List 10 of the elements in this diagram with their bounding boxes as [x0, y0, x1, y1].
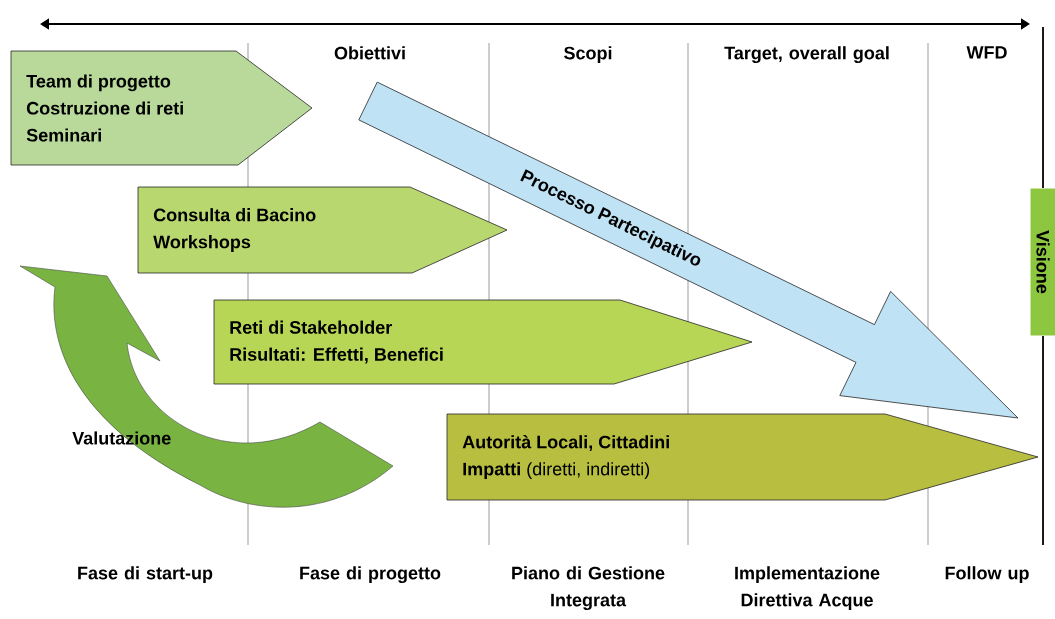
- column-heading: WFD: [966, 46, 1007, 59]
- phase-label: Fase di progetto: [300, 566, 441, 584]
- phase-label: Piano di Gestione Integrata: [512, 566, 665, 611]
- vertical-band: Visione: [1030, 188, 1055, 336]
- phase-label: Follow up: [945, 566, 1029, 583]
- phase-label: Fase di start-up: [78, 566, 213, 583]
- column-heading: Scopi: [564, 46, 612, 63]
- phase-label: Implementazione Direttiva Acque: [735, 566, 880, 610]
- column-heading: Target, overall goal: [724, 46, 889, 64]
- column-heading: Obiettivi: [334, 46, 405, 60]
